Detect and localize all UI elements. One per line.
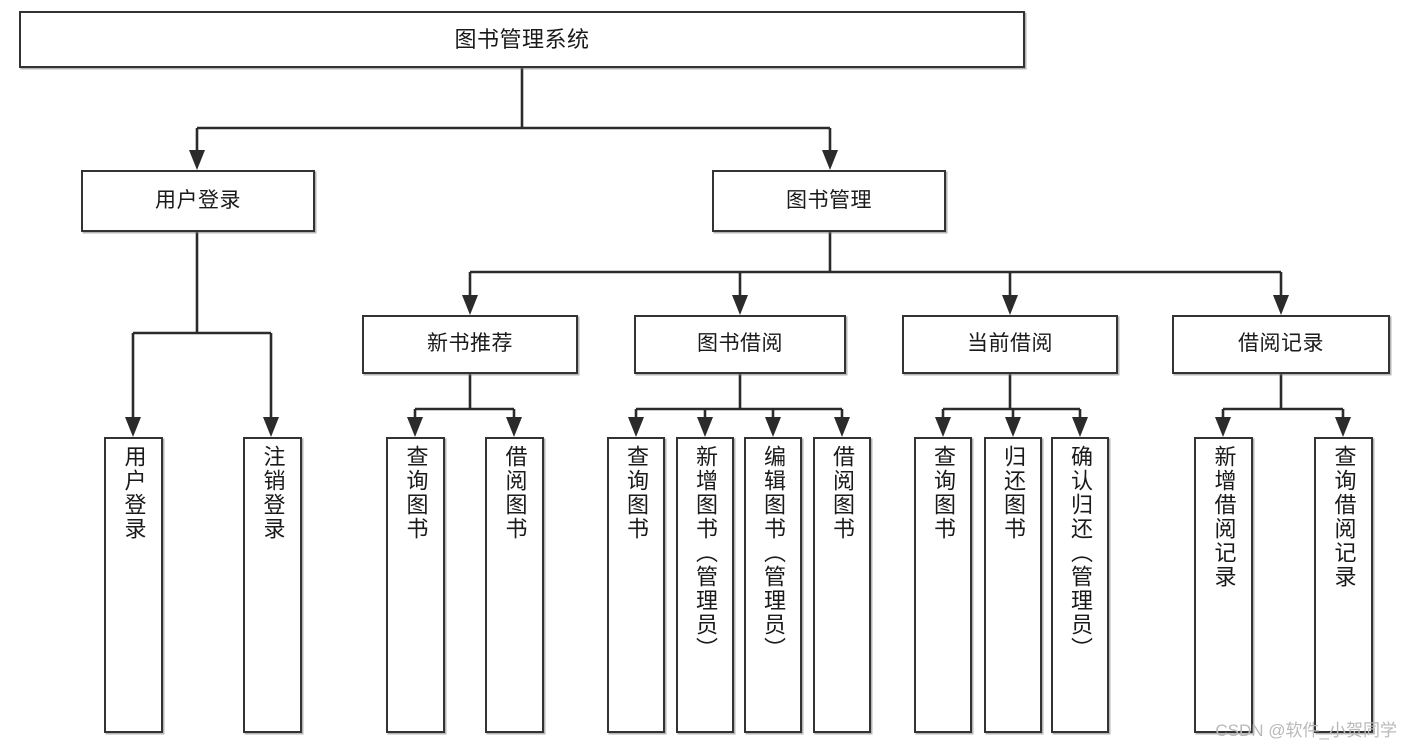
node-book-management[interactable]: 图书管理 xyxy=(712,170,946,232)
arrow-leaf-query-book-3 xyxy=(935,417,951,437)
node-leaf-add-record[interactable]: 新增借阅记录 xyxy=(1194,437,1253,733)
node-leaf-user-logout[interactable]: 注销登录 xyxy=(243,437,302,733)
node-book-borrow-label: 图书借阅 xyxy=(697,332,783,356)
arrow-leaf-borrow-book-1 xyxy=(506,417,522,437)
node-leaf-add-book-label: 新增图书（管理员） xyxy=(693,445,718,661)
node-leaf-return-book[interactable]: 归还图书 xyxy=(984,437,1042,733)
node-leaf-borrow-book-2[interactable]: 借阅图书 xyxy=(813,437,871,733)
arrow-leaf-query-record xyxy=(1335,417,1351,437)
node-leaf-edit-book[interactable]: 编辑图书（管理员） xyxy=(744,437,802,733)
node-root[interactable]: 图书管理系统 xyxy=(19,11,1025,68)
node-root-label: 图书管理系统 xyxy=(454,26,590,52)
arrow-leaf-add-book xyxy=(697,417,713,437)
node-leaf-query-book-3[interactable]: 查询图书 xyxy=(914,437,972,733)
arrow-leaf-borrow-book-2 xyxy=(834,417,850,437)
watermark: CSDN @软件_小贺同学 xyxy=(1215,721,1397,740)
node-borrow-record-label: 借阅记录 xyxy=(1238,332,1324,356)
node-leaf-borrow-book-1[interactable]: 借阅图书 xyxy=(485,437,544,733)
node-leaf-user-logout-label: 注销登录 xyxy=(260,445,286,541)
node-leaf-borrow-book-2-label: 借阅图书 xyxy=(830,445,855,541)
arrow-current-borrow xyxy=(1002,295,1018,315)
arrow-leaf-query-book-1 xyxy=(407,417,423,437)
node-leaf-query-book-2[interactable]: 查询图书 xyxy=(607,437,665,733)
node-leaf-query-book-3-label: 查询图书 xyxy=(931,445,956,541)
node-leaf-edit-book-label: 编辑图书（管理员） xyxy=(761,445,786,661)
arrow-book-borrow xyxy=(732,295,748,315)
node-leaf-add-book[interactable]: 新增图书（管理员） xyxy=(676,437,734,733)
arrow-leaf-confirm-return xyxy=(1072,417,1088,437)
arrow-leaf-user-logout xyxy=(263,417,279,437)
node-book-management-label: 图书管理 xyxy=(786,188,872,212)
node-leaf-return-book-label: 归还图书 xyxy=(1001,445,1026,541)
arrow-new-book-recommend xyxy=(462,295,478,315)
node-new-book-recommend-label: 新书推荐 xyxy=(427,332,513,356)
node-book-borrow[interactable]: 图书借阅 xyxy=(634,315,846,374)
node-leaf-query-book-2-label: 查询图书 xyxy=(624,445,649,541)
node-leaf-user-login[interactable]: 用户登录 xyxy=(104,437,163,733)
node-current-borrow[interactable]: 当前借阅 xyxy=(902,315,1118,374)
arrow-leaf-user-login xyxy=(125,417,141,437)
node-leaf-borrow-book-1-label: 借阅图书 xyxy=(502,445,528,541)
node-user-login[interactable]: 用户登录 xyxy=(81,170,315,232)
arrow-leaf-add-record xyxy=(1215,417,1231,437)
node-leaf-add-record-label: 新增借阅记录 xyxy=(1211,445,1237,589)
arrow-user-login xyxy=(189,150,205,170)
node-leaf-query-record[interactable]: 查询借阅记录 xyxy=(1314,437,1373,733)
node-leaf-query-book-1[interactable]: 查询图书 xyxy=(386,437,445,733)
node-leaf-query-record-label: 查询借阅记录 xyxy=(1331,445,1357,589)
node-leaf-confirm-return-label: 确认归还（管理员） xyxy=(1068,445,1093,661)
node-leaf-confirm-return[interactable]: 确认归还（管理员） xyxy=(1051,437,1109,733)
arrow-leaf-return-book xyxy=(1005,417,1021,437)
arrow-leaf-edit-book xyxy=(765,417,781,437)
node-borrow-record[interactable]: 借阅记录 xyxy=(1172,315,1390,374)
node-leaf-query-book-1-label: 查询图书 xyxy=(403,445,429,541)
arrow-borrow-record xyxy=(1273,295,1289,315)
node-leaf-user-login-label: 用户登录 xyxy=(121,445,147,541)
node-new-book-recommend[interactable]: 新书推荐 xyxy=(362,315,578,374)
node-user-login-label: 用户登录 xyxy=(155,188,241,212)
arrow-book-management xyxy=(822,150,838,170)
arrow-leaf-query-book-2 xyxy=(628,417,644,437)
node-current-borrow-label: 当前借阅 xyxy=(967,332,1053,356)
